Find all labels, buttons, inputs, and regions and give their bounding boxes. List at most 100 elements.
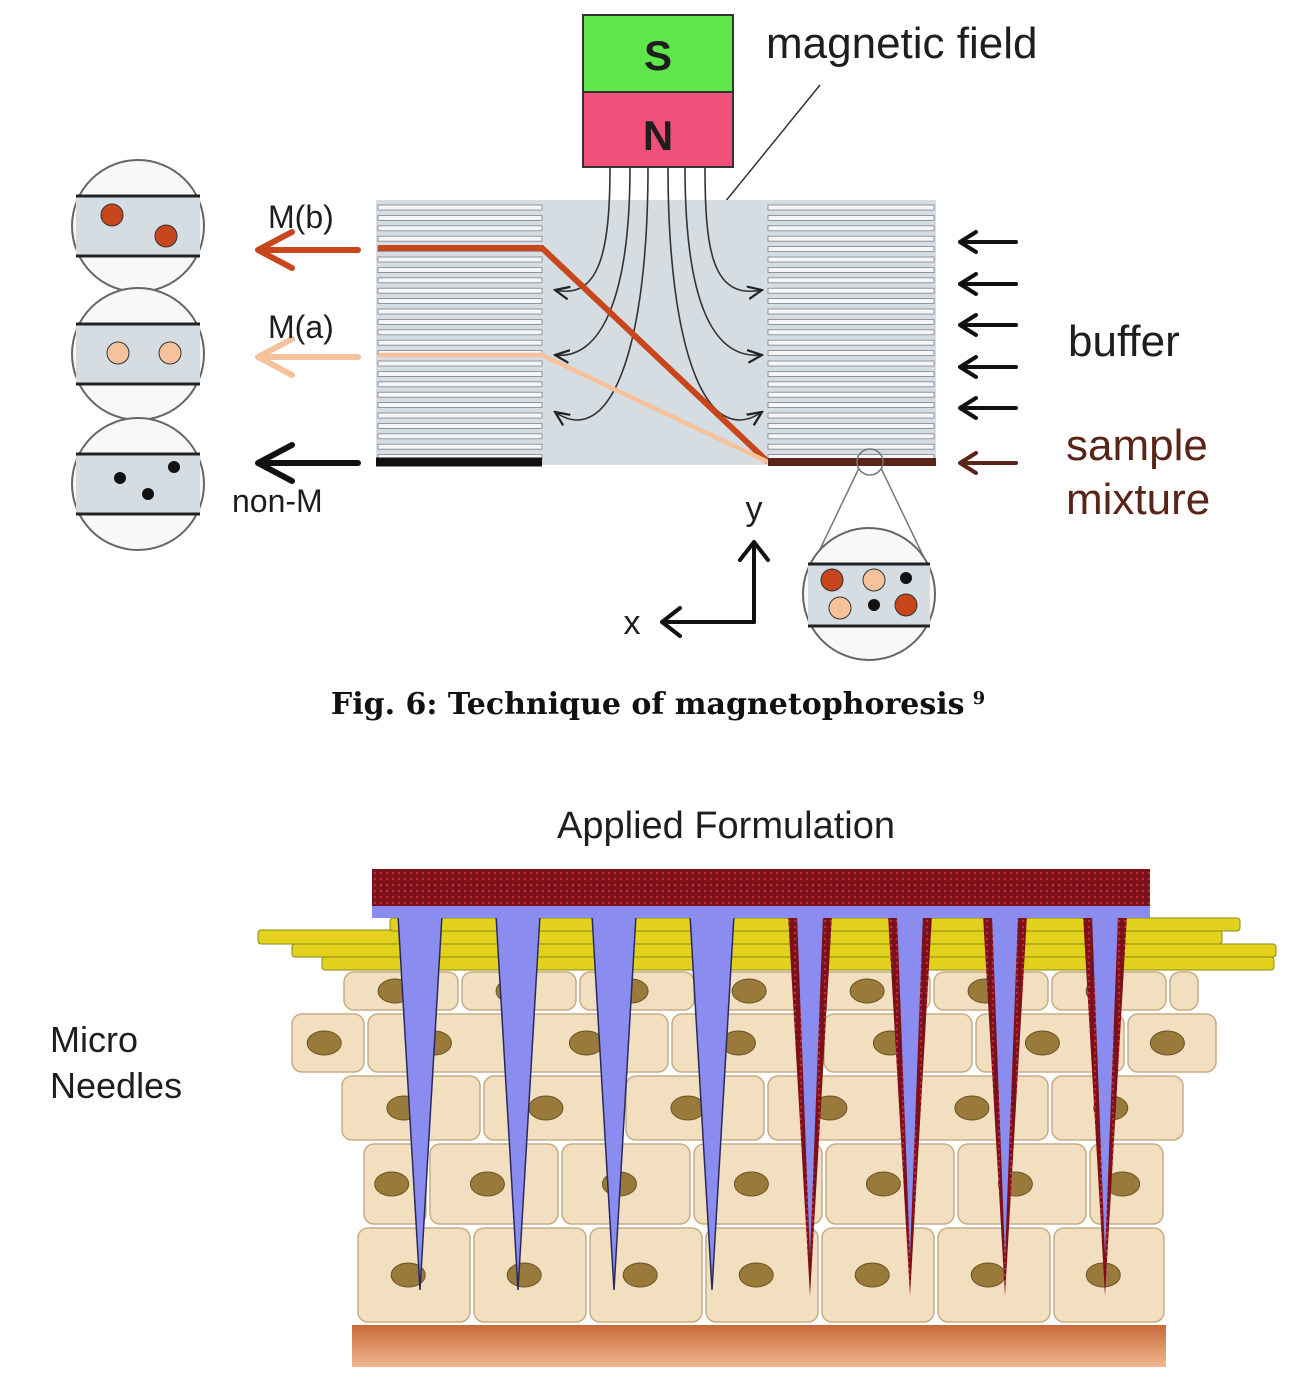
coordinate-axes [660, 540, 770, 638]
cell-nucleus [622, 1262, 658, 1288]
outlet-mb-label: M(b) [268, 199, 334, 235]
channel-wall [377, 235, 543, 242]
cell-nucleus [970, 1262, 1006, 1288]
channel-wall [377, 308, 543, 315]
cell-nucleus [374, 1171, 410, 1197]
channel-wall [767, 443, 935, 450]
channel-wall [767, 318, 935, 325]
channel-wall [767, 246, 935, 253]
channel-wall [767, 308, 935, 315]
field-leader-line [711, 84, 821, 219]
needle-backing-plate [372, 906, 1150, 918]
channel-wall [377, 339, 543, 346]
channel-wall [377, 277, 543, 284]
channel-wall [377, 287, 543, 294]
channel-wall [767, 433, 935, 440]
x-axis-label: x [624, 604, 641, 642]
cell-nucleus [506, 1262, 542, 1288]
channel-wall [377, 422, 543, 429]
cell-nucleus [954, 1095, 990, 1121]
channel-wall [767, 402, 935, 409]
north-pole [582, 91, 734, 168]
cell-nucleus [733, 1171, 769, 1197]
channel-wall [767, 204, 935, 211]
caption-reference: 9 [973, 688, 986, 709]
channel-wall [767, 235, 935, 242]
channel-wall [767, 370, 935, 377]
micro-needles-label-line1: Micro [50, 1019, 138, 1060]
channel-wall [767, 360, 935, 367]
channel-wall [767, 422, 935, 429]
channel-wall [377, 214, 543, 221]
channel-wall [767, 391, 935, 398]
magnetic-field-label: magnetic field [766, 19, 1037, 68]
channel-wall [377, 443, 543, 450]
microneedle-diagram: Applied Formulation Micro Needles [50, 805, 1277, 1367]
channel-wall [767, 339, 935, 346]
outlet-nonm-circle [71, 417, 205, 551]
channel-wall [767, 214, 935, 221]
channel-wall [767, 381, 935, 388]
channel-wall [767, 329, 935, 336]
sample-label-line2: mixture [1066, 475, 1210, 524]
channel-wall [377, 391, 543, 398]
path-mb [378, 245, 771, 465]
cell-nucleus [738, 1262, 774, 1288]
micro-needles-label-line2: Needles [50, 1065, 182, 1106]
buffer-inlet-arrows [958, 230, 1018, 420]
channel-wall [377, 370, 543, 377]
channel-wall [377, 204, 543, 211]
cell-nucleus [854, 1262, 890, 1288]
path-ma [378, 352, 769, 465]
field-lines [555, 166, 762, 420]
cell-nucleus [1085, 1262, 1121, 1288]
sample-label-line1: sample [1066, 421, 1208, 470]
channel-wall [377, 329, 543, 336]
channel-wall [377, 298, 543, 305]
cell-nucleus [849, 978, 885, 1004]
channel-wall [767, 412, 935, 419]
channel-wall [377, 225, 543, 232]
cell-nucleus [1149, 1030, 1185, 1056]
channel-wall [767, 225, 935, 232]
south-pole-label: S [644, 32, 672, 79]
channel-wall [767, 287, 935, 294]
outlet-ma-label: M(a) [268, 309, 334, 345]
channel-wall [767, 350, 935, 357]
microneedle-core [797, 915, 823, 1256]
cell-nucleus [306, 1030, 342, 1056]
formulation-layer [372, 869, 1150, 907]
channel-wall [377, 412, 543, 419]
channel-wall [377, 360, 543, 367]
y-axis-label: y [746, 490, 763, 528]
magnet: S N [582, 14, 734, 168]
base-tissue-layer [352, 1325, 1166, 1367]
outlet-ma-circle [71, 287, 205, 421]
cell-nucleus [865, 1171, 901, 1197]
buffer-label: buffer [1068, 317, 1180, 366]
nonm-outlet-arrow [255, 442, 361, 484]
sample-magnifier [802, 448, 936, 661]
south-pole [582, 14, 734, 93]
cell-nucleus [469, 1171, 505, 1197]
outlet-nonm-label: non-M [232, 483, 323, 519]
channel-wall [377, 256, 543, 263]
microneedle-array [397, 914, 1127, 1296]
channel-wall [767, 256, 935, 263]
skin-cell [1169, 971, 1199, 1011]
right-channel-comb [767, 204, 935, 461]
microneedle-core [1092, 915, 1118, 1256]
cell-nucleus [528, 1095, 564, 1121]
north-pole-label: N [643, 112, 673, 159]
channel-wall [767, 298, 935, 305]
cell-nucleus [1024, 1030, 1060, 1056]
cell-nucleus [390, 1262, 426, 1288]
microneedle-core [897, 915, 923, 1256]
outlet-mb-circle [71, 159, 205, 293]
magnetophoresis-diagram: S N magnetic field [71, 14, 1210, 722]
channel-wall [767, 266, 935, 273]
cell-nucleus [670, 1095, 706, 1121]
channel-wall [377, 433, 543, 440]
